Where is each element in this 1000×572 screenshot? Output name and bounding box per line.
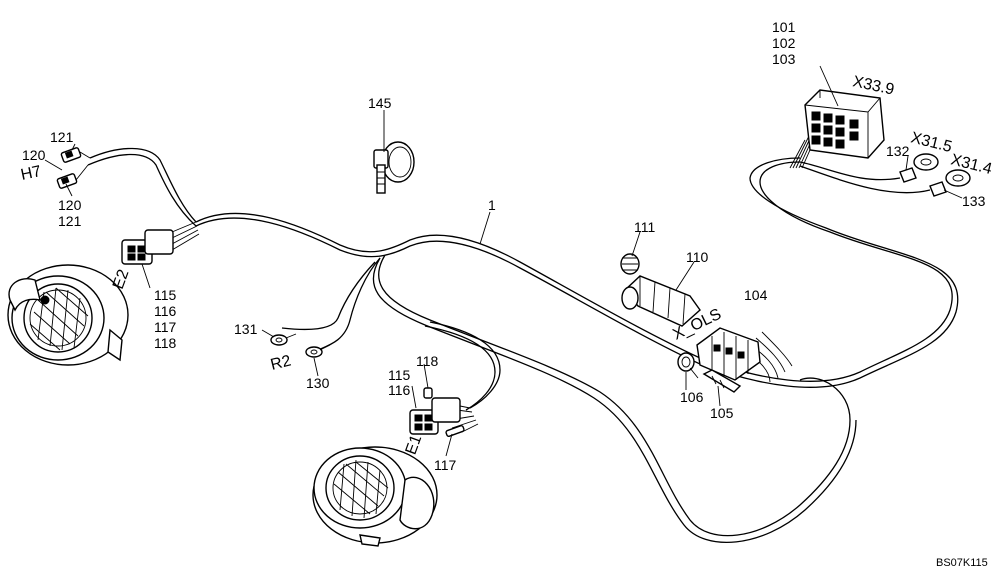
callout-101: 101: [772, 19, 796, 35]
left-work-lamp: [7, 264, 129, 366]
callout-118-e1: 118: [416, 353, 439, 369]
rear-connector-x33-9: [804, 89, 885, 159]
ring-terminals-r2: [270, 333, 331, 358]
callout-117-e1: 117: [434, 457, 457, 473]
callout-105: 105: [710, 405, 734, 421]
bottom-work-lamp: [312, 446, 438, 547]
callout-116-e2: 116: [154, 303, 177, 319]
drawing-code: BS07K115: [936, 557, 988, 569]
connector-e1-label: E1: [403, 433, 426, 457]
callout-118-e2: 118: [154, 335, 177, 351]
callout-145: 145: [368, 95, 392, 111]
callout-120-bottom: 120: [58, 197, 82, 213]
callout-116-e1: 116: [388, 382, 411, 398]
callout-131: 131: [234, 321, 258, 337]
callout-103: 103: [772, 51, 796, 67]
callout-121-top: 121: [50, 129, 74, 145]
callout-106: 106: [680, 389, 704, 405]
pin-105: [702, 369, 742, 393]
callout-115-e2: 115: [154, 287, 177, 303]
seal-106: [677, 352, 699, 379]
x-ols-plug: [696, 327, 761, 381]
callout-1: 1: [488, 197, 496, 213]
callout-111: 111: [634, 219, 655, 235]
callout-133: 133: [962, 193, 986, 209]
harness-wires: [87, 115, 959, 543]
housing-110: [621, 275, 701, 327]
callout-102: 102: [772, 35, 796, 51]
e1-connector: [409, 387, 465, 438]
callout-117-e2: 117: [154, 319, 177, 335]
plug-111: [620, 253, 640, 275]
cable-tie: [373, 141, 415, 194]
h7-contacts: [56, 147, 91, 189]
callout-115-e1: 115: [388, 367, 411, 383]
connector-e2-label: E2: [110, 267, 133, 291]
callout-130: 130: [306, 375, 330, 391]
e2-connector: [121, 229, 174, 265]
callout-110: 110: [686, 249, 709, 265]
connector-h7-label: H7: [19, 163, 43, 184]
connector-r2-label: R2: [269, 352, 293, 373]
callout-132: 132: [886, 143, 910, 159]
callout-104: 104: [744, 287, 768, 303]
callout-120-top: 120: [22, 147, 46, 163]
leader-lines: [44, 65, 963, 457]
ring-terminals-x31: [899, 153, 971, 197]
callout-121-bottom: 121: [58, 213, 82, 229]
connector-x31-5-label: X31.5: [909, 129, 954, 156]
